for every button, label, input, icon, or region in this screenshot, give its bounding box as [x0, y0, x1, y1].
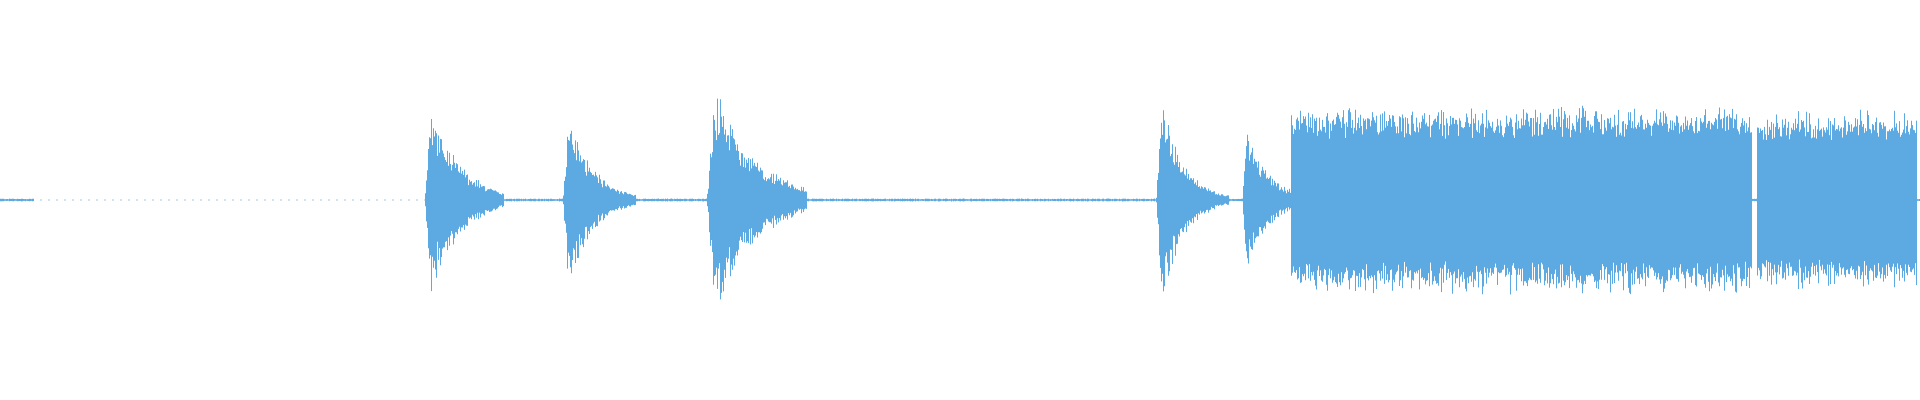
- waveform-samples: [0, 98, 1920, 300]
